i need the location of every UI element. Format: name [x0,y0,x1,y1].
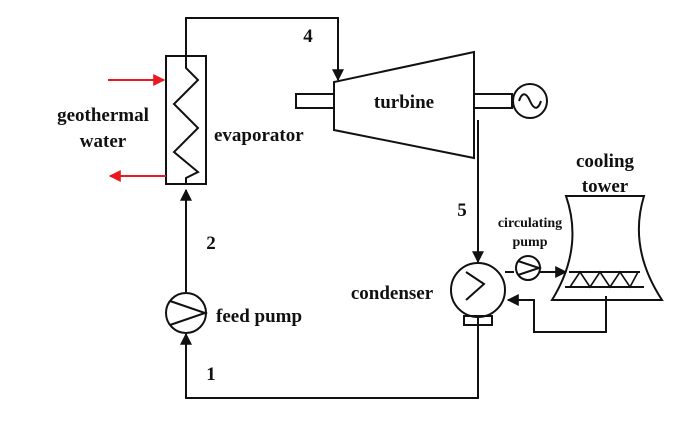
geothermal-flow [108,74,166,182]
cooling-loop [505,255,607,333]
circulating-pump-label-line1: circulating [498,216,562,231]
cooling-tower-label-line2: tower [582,176,629,197]
state-label-1: 1 [206,364,216,385]
ac-wave [518,93,542,109]
evaporator-shell [165,55,207,185]
ac-generator-icon [512,83,548,119]
condenser [450,262,506,326]
cooling-tower-shell [550,195,664,301]
circulating-pump-label-line2: pump [512,235,547,250]
turbine-shaft-right [473,93,513,109]
pipe-evaporator-to-turbine [185,17,344,82]
turbine-body [333,50,475,160]
feed-pump-label: feed pump [216,306,302,327]
working-fluid-loop [180,17,484,399]
cooling-tower-label-line1: cooling [576,151,635,172]
turbine-shaft-left [295,93,335,109]
pipe-condenser-to-pump [180,318,479,399]
cooling-tower [550,195,664,301]
pipe-tower-return [506,294,607,333]
geothermal-label-line2: water [80,131,127,152]
tower-fill-zigzag [569,270,639,289]
geothermal-label-line1: geothermal [57,105,149,126]
condenser-drain [463,315,493,326]
evaporator-label: evaporator [214,125,304,146]
generator [512,83,548,119]
condenser-label: condenser [351,283,434,304]
evaporator-coil [172,56,200,184]
circ-pump-triangle [517,260,543,276]
evaporator [165,55,207,185]
state-label-4: 4 [303,26,313,47]
condenser-coil [465,271,486,301]
feed-pump [165,292,209,334]
pump-triangle [169,300,209,326]
state-label-2: 2 [206,233,216,254]
turbine-label: turbine [374,92,434,113]
labels: 4 5 2 1 geothermal water evaporator turb… [57,26,634,385]
state-label-5: 5 [457,200,467,221]
pump-icon [165,292,207,334]
